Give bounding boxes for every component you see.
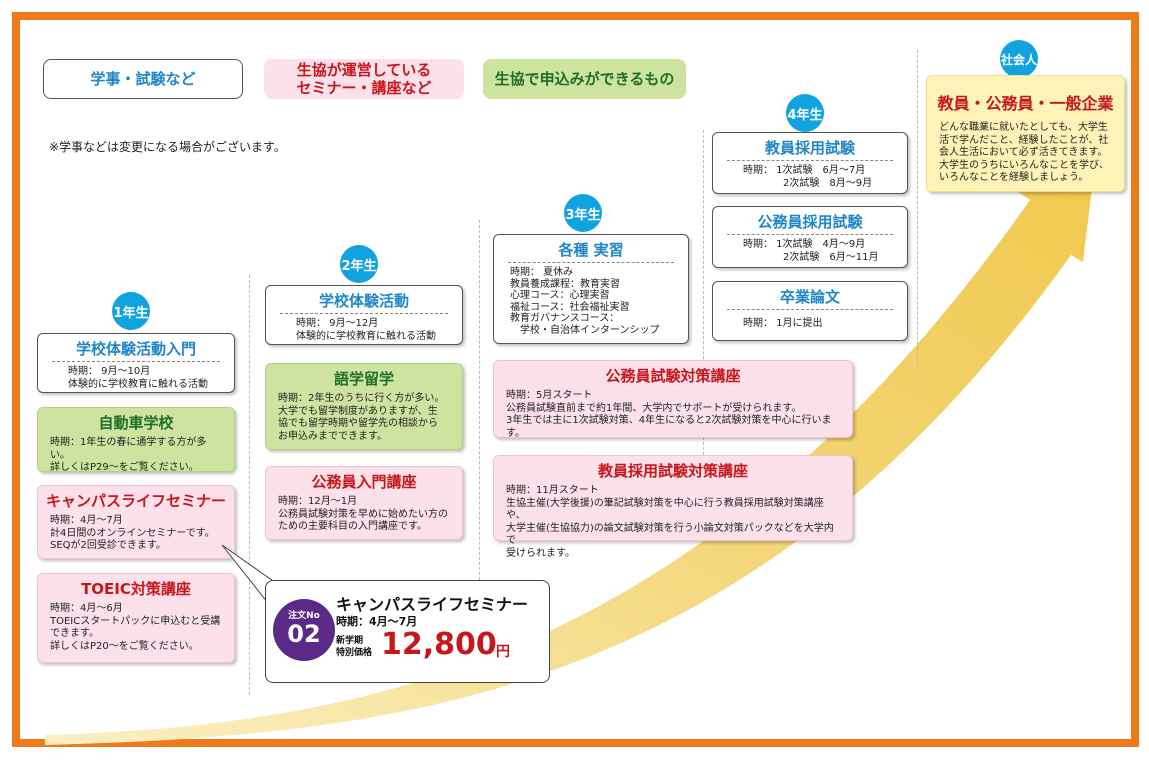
card-body: 時期： 1次試験 6月～7月 2次試験 8月～9月	[743, 165, 873, 189]
callout-title: キャンパスライフセミナー	[336, 595, 529, 614]
card-body: 時期：11月スタート 生協主催(大学後援)の筆記試験対策を中心に行う教員採用試験…	[506, 485, 834, 559]
card-title: 公務員試験対策講座	[605, 367, 741, 385]
card-title: 学校体験活動入門	[52, 334, 220, 362]
card-title: 教員・公務員・一般企業	[937, 94, 1114, 113]
order-number: 02	[287, 620, 321, 648]
card-body: 時期：5月スタート 公務員試験直前まで約1年間、大学内でサポートが受けられます。…	[506, 390, 832, 439]
school-experience-intro-card: 学校体験活動入門 時期： 9月～10月 体験的に学校教育に触れる活動	[37, 333, 235, 393]
badge-society: 社会人	[1000, 40, 1038, 78]
divider-4-society	[917, 50, 918, 370]
order-number-badge: 注文No 02	[273, 599, 335, 661]
order-label: 注文No	[288, 611, 320, 621]
legend-school: 学事・試験など	[43, 59, 243, 99]
card-body: どんな職業に就いたとしても、大学生 活で学んだこと、経験したことが、社 会人生活…	[939, 122, 1109, 183]
badge-year1: 1年生	[112, 292, 150, 330]
driving-school-card: 自動車学校 時期：1年生の春に通学する方が多い。 詳しくはP29～をご覧ください…	[37, 407, 235, 473]
callout-period: 時期：4月～7月	[336, 615, 418, 628]
card-body: 時期： 9月～10月 体験的に学校教育に触れる活動	[68, 366, 208, 390]
divider-1-2	[249, 275, 250, 695]
orange-frame	[12, 12, 1139, 747]
disclaimer-note: ※学事などは変更になる場合がございます。	[49, 140, 286, 154]
teacher-exam-card: 教員採用試験 時期： 1次試験 6月～7月 2次試験 8月～9月	[712, 132, 908, 194]
thesis-card: 卒業論文 時期： 1月に提出	[712, 281, 908, 341]
card-title: 卒業論文	[727, 282, 893, 310]
civil-exam-card: 公務員採用試験 時期： 1次試験 4月～9月 2次試験 6月～11月	[712, 206, 908, 268]
card-title: キャンパスライフセミナー	[45, 492, 226, 510]
practicum-card: 各種 実習 時期： 夏休み 教員養成課程：教育実習 心理コース：心理実習 福祉コ…	[493, 234, 689, 344]
callout-price-label: 新学期 特別価格	[336, 636, 373, 658]
callout-yen: 円	[496, 644, 510, 660]
card-body: 時期： 1月に提出	[743, 318, 823, 329]
card-title: 公務員入門講座	[311, 473, 417, 491]
card-body: 時期： 9月～12月 体験的に学校教育に触れる活動	[296, 318, 436, 342]
badge-year4: 4年生	[786, 94, 824, 132]
teacher-exam-course-card: 教員採用試験対策講座 時期：11月スタート 生協主催(大学後援)の筆記試験対策を…	[493, 455, 853, 559]
card-title: 教員採用試験対策講座	[597, 462, 748, 480]
card-title: 学校体験活動	[280, 286, 448, 314]
legend-coop-seminar: 生協が運営している セミナー・講座など	[264, 59, 464, 99]
society-card: 教員・公務員・一般企業 どんな職業に就いたとしても、大学生 活で学んだこと、経験…	[926, 75, 1125, 192]
card-title: 公務員採用試験	[727, 207, 893, 235]
campus-life-seminar-card: キャンパスライフセミナー 時期：4月～7月 計4日間のオンラインセミナーです。 …	[37, 485, 235, 559]
card-title: 自動車学校	[98, 414, 174, 432]
legend-coop-apply-label: 生協で申込みができるもの	[494, 70, 675, 88]
campus-life-seminar-callout: 注文No 02 キャンパスライフセミナー 時期：4月～7月 新学期 特別価格 1…	[265, 580, 550, 683]
card-body: 時期：12月～1月 公務員試験対策を早めに始めたい方の ための主要科目の入門講座…	[278, 496, 448, 532]
divider-3-4	[703, 130, 704, 470]
divider-2-3	[479, 220, 480, 590]
school-experience-card: 学校体験活動 時期： 9月～12月 体験的に学校教育に触れる活動	[265, 285, 463, 345]
card-body: 時期：4月～6月 TOEICスタートパックに申込むと受講 できます。 詳しくはP…	[50, 603, 221, 652]
badge-year3: 3年生	[564, 194, 602, 232]
card-body: 時期： 夏休み 教員養成課程：教育実習 心理コース：心理実習 福祉コース：社会福…	[510, 267, 660, 336]
toeic-course-card: TOEIC対策講座 時期：4月～6月 TOEICスタートパックに申込むと受講 で…	[37, 573, 235, 663]
legend-school-label: 学事・試験など	[90, 70, 196, 88]
card-title: 教員採用試験	[727, 133, 893, 161]
badge-year2: 2年生	[340, 245, 378, 283]
card-title: 語学留学	[333, 370, 394, 388]
card-body: 時期：1年生の春に通学する方が多い。 詳しくはP29～をご覧ください。	[50, 437, 207, 473]
civil-exam-course-card: 公務員試験対策講座 時期：5月スタート 公務員試験直前まで約1年間、大学内でサポ…	[493, 360, 853, 439]
legend-coop-seminar-label: 生協が運営している セミナー・講座など	[296, 61, 432, 97]
card-title: TOEIC対策講座	[81, 580, 191, 598]
card-body: 時期：2年生のうちに行く方が多い。 大学でも留学制度がありますが、生 協でも留学…	[278, 393, 445, 442]
card-body: 時期：4月～7月 計4日間のオンラインセミナーです。 SEQが2回受診できます。	[50, 515, 215, 551]
study-abroad-card: 語学留学 時期：2年生のうちに行く方が多い。 大学でも留学制度がありますが、生 …	[265, 363, 463, 450]
callout-price: 12,800	[381, 627, 497, 662]
card-body: 時期： 1次試験 4月～9月 2次試験 6月～11月	[743, 239, 879, 263]
legend-coop-apply: 生協で申込みができるもの	[483, 59, 686, 99]
civil-service-intro-card: 公務員入門講座 時期：12月～1月 公務員試験対策を早めに始めたい方の ための主…	[265, 466, 463, 540]
card-title: 各種 実習	[508, 235, 674, 263]
